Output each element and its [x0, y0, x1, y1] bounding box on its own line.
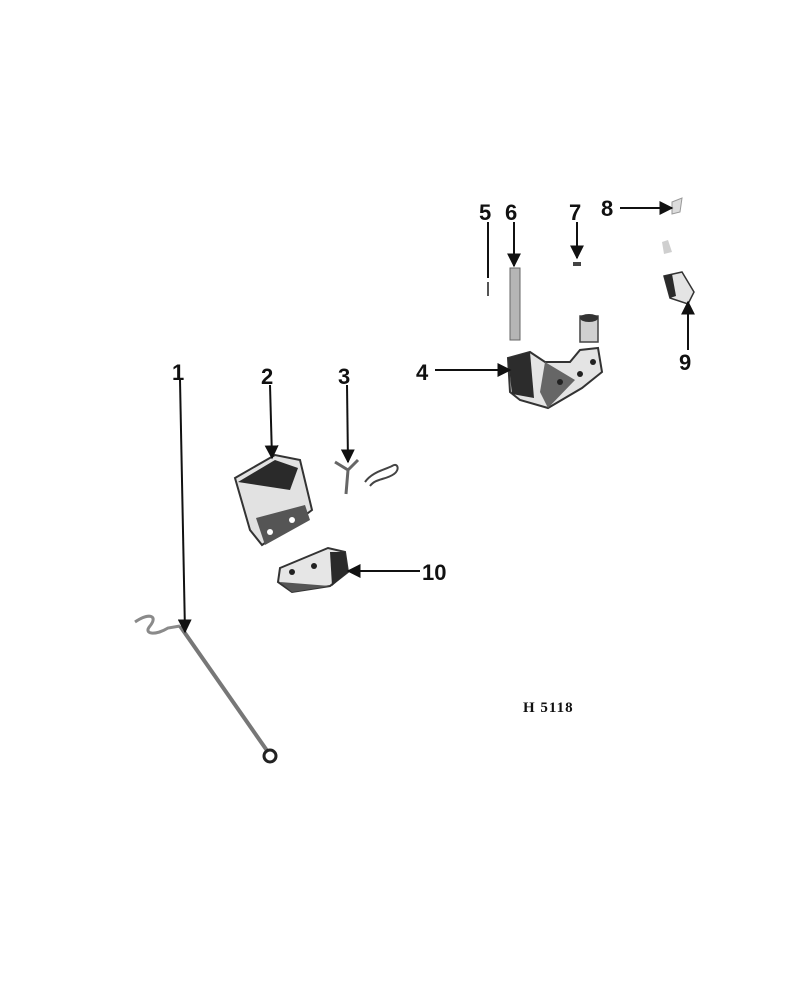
spacer-bushing [579, 314, 599, 343]
part-2-bracket [233, 453, 314, 547]
part-9-clip [662, 240, 695, 305]
callout-1: 1 [172, 360, 184, 385]
part-6-stud [509, 267, 521, 341]
callout-8: 8 [601, 196, 613, 221]
part-10-base-plate [276, 546, 350, 594]
leader-2 [264, 384, 279, 460]
callout-6: 6 [505, 200, 517, 225]
callout-7: 7 [569, 200, 581, 225]
part-1-rod [134, 614, 278, 764]
part-4-arm-casting [506, 346, 604, 410]
callout-9: 9 [679, 350, 691, 375]
callouts: 1 2 3 4 5 6 7 8 9 10 [172, 196, 691, 585]
callout-5: 5 [479, 200, 491, 225]
callout-2: 2 [261, 364, 273, 389]
callout-3: 3 [338, 364, 350, 389]
drawing-code: H 5118 [523, 700, 574, 716]
callout-4: 4 [416, 360, 429, 385]
leader-lines [177, 201, 695, 634]
leader-1 [177, 379, 192, 634]
callout-10: 10 [422, 560, 446, 585]
part-7-nut [573, 262, 581, 266]
part-8-washer [671, 197, 683, 215]
leader-3 [340, 384, 355, 464]
part-3-pins [334, 458, 399, 495]
